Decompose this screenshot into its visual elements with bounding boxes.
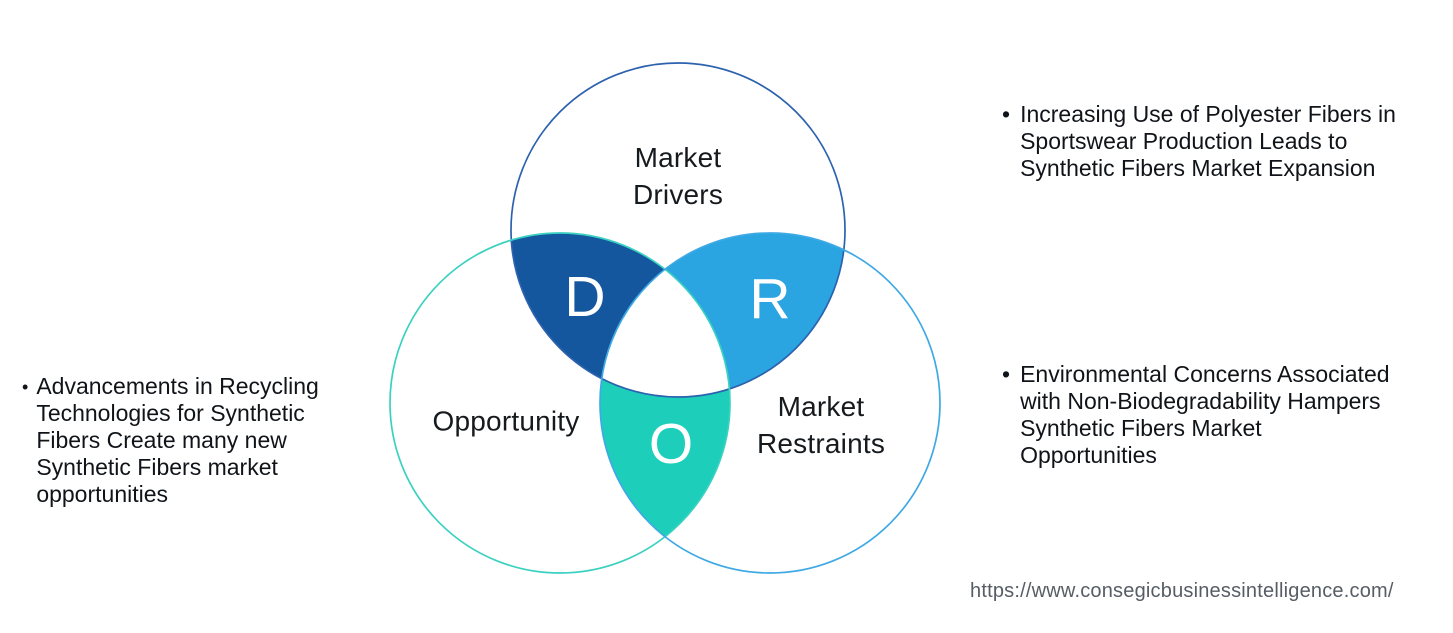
- restraints-annotation-text: Environmental Concerns Associated with N…: [1020, 361, 1390, 468]
- opportunity-annotation: • Advancements in Recycling Technologies…: [22, 373, 352, 508]
- opportunity-circle-outline: [389, 232, 731, 574]
- drivers-annotation: • Increasing Use of Polyester Fibers in …: [1002, 101, 1422, 182]
- restraints-circle-outline: [599, 232, 941, 574]
- drivers-annotation-text: Increasing Use of Polyester Fibers in Sp…: [1020, 101, 1396, 181]
- bullet-icon: •: [22, 377, 29, 397]
- lens-r-label: R: [749, 267, 790, 331]
- drivers-circle-label: Market Drivers: [632, 142, 724, 210]
- drivers-circle-outline: [510, 62, 846, 398]
- restraints-annotation: • Environmental Concerns Associated with…: [1002, 361, 1422, 469]
- source-url-link[interactable]: https://www.consegicbusinessintelligence…: [970, 580, 1394, 602]
- bullet-icon: •: [1002, 361, 1011, 387]
- opportunity-annotation-text: Advancements in Recycling Technologies f…: [36, 373, 319, 507]
- restraints-circle-label: Market Restraints: [756, 391, 886, 459]
- lens-d-label: D: [564, 265, 605, 329]
- opportunity-circle-label: Opportunity: [432, 405, 580, 437]
- opportunity-restraints-lens: [390, 233, 730, 573]
- lens-o-label: O: [649, 412, 693, 476]
- bullet-icon: •: [1002, 101, 1011, 127]
